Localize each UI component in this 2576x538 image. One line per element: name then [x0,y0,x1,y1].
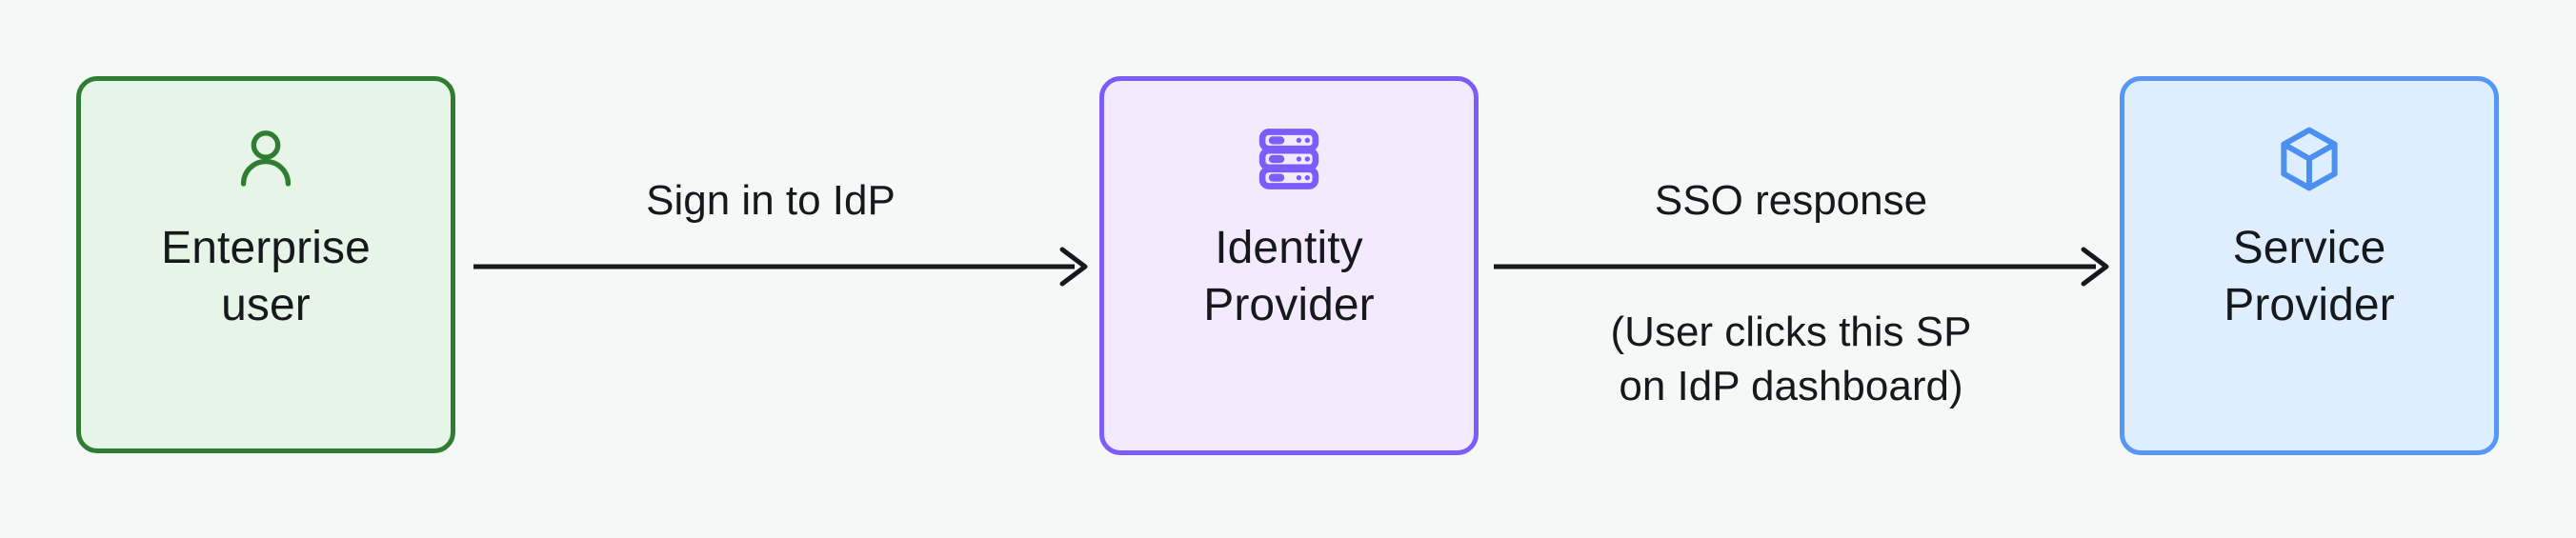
node-label-enterprise-user: Enterprise user [161,223,371,330]
node-label-service-provider: Service Provider [2224,223,2395,330]
node-identity-provider[interactable]: Identity Provider [1099,76,1479,455]
user-icon [230,123,302,195]
server-rack-icon [1253,123,1325,195]
edge-label-idp-to-sp: SSO response [1654,177,1928,224]
edge-user-to-idp: Sign in to IdP [455,0,1103,533]
edge-user-to-idp-arrow [473,247,1088,287]
node-service-provider[interactable]: Service Provider [2120,76,2499,455]
edge-sublabel-idp-to-sp: (User clicks this SP on IdP dashboard) [1610,309,1972,410]
node-enterprise-user[interactable]: Enterprise user [76,76,455,453]
node-label-identity-provider: Identity Provider [1203,223,1375,330]
cube-icon [2273,123,2345,195]
edge-idp-to-sp-arrow [1494,247,2109,287]
edge-idp-to-sp: SSO response (User clicks this SP on IdP… [1475,0,2124,533]
edge-label-user-to-idp: Sign in to IdP [646,177,896,224]
